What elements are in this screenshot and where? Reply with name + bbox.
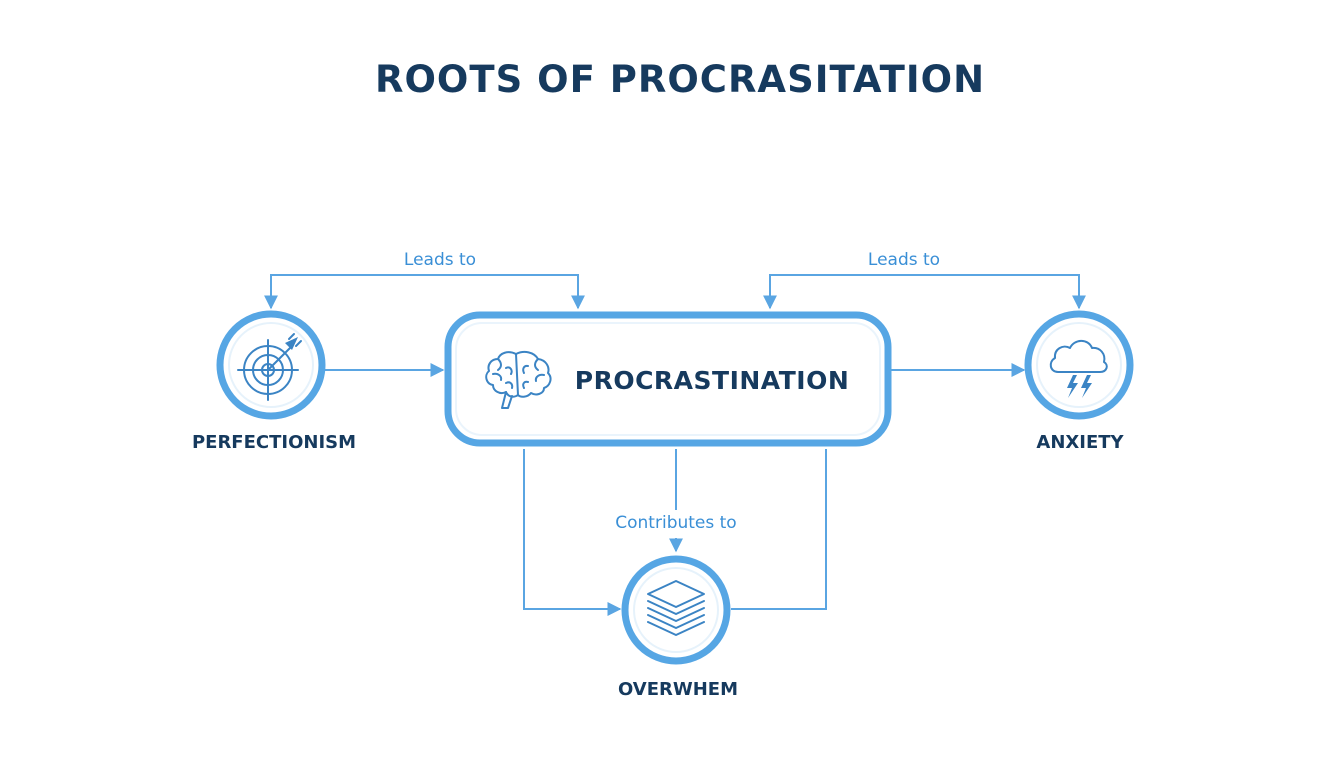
edge-label-bottom: Contributes to	[615, 513, 736, 533]
connector-perfectionism-bracket	[264, 274, 585, 310]
node-label-overwhelm: OVERWHEM	[618, 679, 738, 700]
stacked-layers-icon	[647, 580, 705, 636]
brain-icon	[485, 350, 552, 409]
edge-label-right: Leads to	[868, 250, 940, 270]
connector-anxiety-bracket	[763, 274, 1086, 310]
connector-overwhelm-to-right	[731, 449, 827, 610]
node-anxiety: ANXIETY	[1024, 310, 1134, 453]
node-overwhelm: OVERWHEM	[618, 555, 738, 700]
target-arrow-icon	[237, 333, 302, 401]
center-label: PROCRASTINATION	[575, 366, 850, 395]
storm-cloud-icon	[1049, 339, 1108, 398]
connector-left-to-overwhelm	[523, 449, 622, 616]
node-label-anxiety: ANXIETY	[1036, 432, 1124, 453]
edge-label-left: Leads to	[404, 250, 476, 270]
node-perfectionism: PERFECTIONISM	[192, 310, 356, 453]
center-node-procrastination: PROCRASTINATION	[444, 311, 892, 447]
node-label-perfectionism: PERFECTIONISM	[192, 432, 356, 453]
diagram-title: ROOTS OF PROCRASITATION	[375, 58, 985, 101]
